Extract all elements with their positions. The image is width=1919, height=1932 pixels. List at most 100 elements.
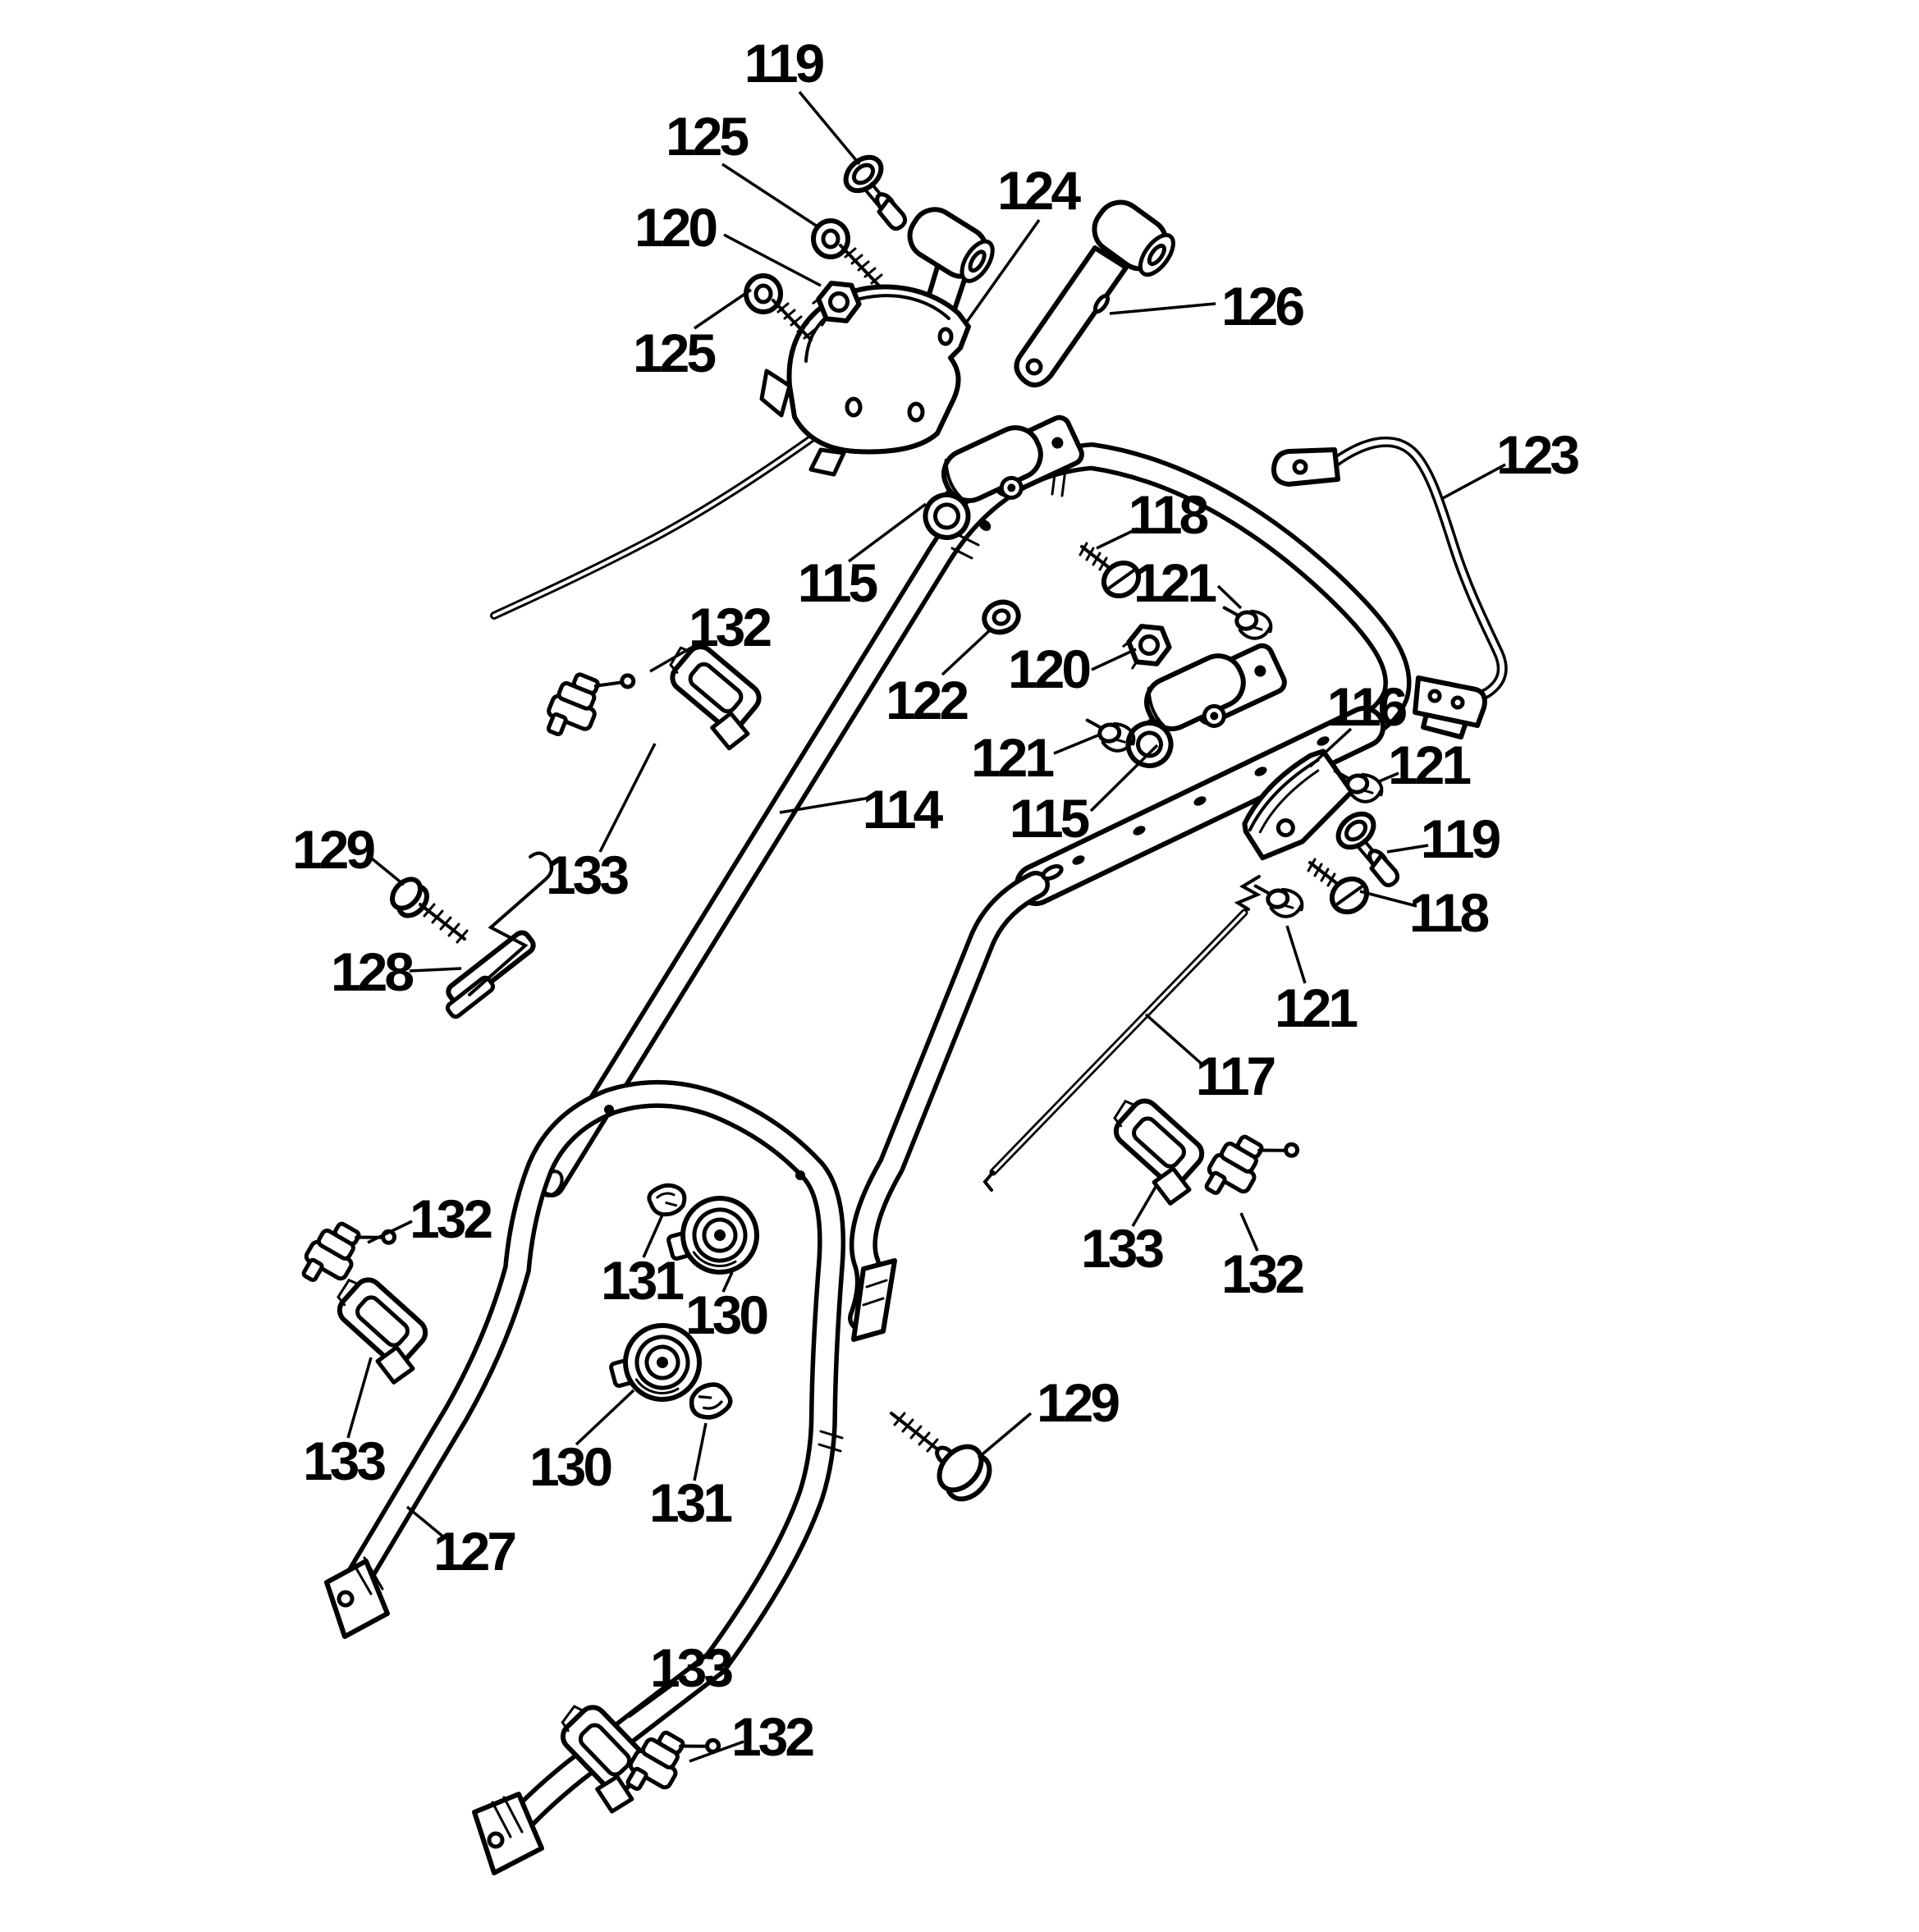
part-callout-114: 114 — [863, 779, 944, 840]
part-callout-127: 127 — [433, 1521, 515, 1582]
shoulder-bolt-119 — [1332, 808, 1398, 886]
leader-line-132 — [367, 1220, 413, 1244]
leader-line-124 — [965, 218, 1041, 323]
leader-line-120 — [1091, 648, 1137, 671]
leader-line-123 — [1440, 463, 1506, 501]
throttle-cable — [490, 433, 818, 620]
part-callout-116: 116 — [1327, 676, 1407, 737]
part-callout-126: 126 — [1221, 276, 1303, 336]
leader-line-133 — [598, 743, 657, 853]
part-callout-131: 131 — [649, 1472, 731, 1533]
part-callout-115: 115 — [1010, 788, 1089, 849]
leader-line-127 — [405, 1505, 447, 1540]
carriage-bolt-129 — [390, 877, 469, 944]
leader-line-119 — [1386, 844, 1429, 854]
part-callout-132: 132 — [689, 597, 771, 657]
leader-line-130 — [721, 1271, 734, 1293]
part-callout-122: 122 — [886, 670, 968, 730]
push-fastener-121 — [1256, 879, 1304, 922]
part-callout-130: 130 — [685, 1284, 767, 1345]
part-callout-118: 118 — [1129, 484, 1208, 545]
leader-line-121 — [1376, 771, 1399, 784]
leader-line-121 — [1053, 733, 1101, 755]
part-callout-121: 121 — [1134, 552, 1216, 613]
part-callout-120: 120 — [1008, 639, 1089, 699]
leader-line-132 — [649, 639, 705, 673]
leader-line-115 — [1089, 744, 1159, 813]
push-fastener-121 — [1225, 601, 1273, 643]
handle-bracket-128 — [445, 851, 554, 1019]
lower-handle-left-tip — [324, 1556, 390, 1639]
leader-line-126 — [1109, 302, 1216, 315]
leader-line-117 — [1144, 1013, 1205, 1067]
leader-line-131 — [642, 1212, 665, 1258]
part-callout-128: 128 — [331, 941, 413, 1002]
callout-layer: 119 125 120 125 124 126 123 115 118 121 132 122 120 1… — [292, 33, 1582, 1767]
part-callout-133: 133 — [546, 845, 628, 905]
part-callout-132: 132 — [1221, 1243, 1303, 1304]
brake-rod-117 — [982, 875, 1262, 1192]
leader-line-132 — [1239, 1212, 1259, 1252]
cable-clip-132 — [1200, 1114, 1299, 1218]
leader-line-120 — [723, 233, 822, 287]
part-callout-125: 125 — [666, 106, 748, 167]
leader-line-118 — [1096, 527, 1138, 550]
rail-mounting-holes — [1041, 736, 1330, 881]
lever-grip — [1092, 199, 1175, 277]
leader-line-125 — [721, 163, 818, 228]
part-callout-133: 133 — [303, 1431, 385, 1491]
leader-line-128 — [409, 967, 462, 973]
part-callout-121: 121 — [971, 727, 1053, 788]
lower-handle-right-tip — [472, 1792, 544, 1875]
part-callout-129: 129 — [1037, 1372, 1119, 1433]
part-callout-121: 121 — [1388, 735, 1470, 795]
bracket-spring — [468, 851, 554, 996]
leader-line-115 — [847, 502, 927, 563]
lower-handle-127 — [324, 1079, 846, 1875]
part-callout-131: 131 — [601, 1250, 683, 1311]
cable-clip-132 — [542, 652, 635, 753]
leader-line-129 — [366, 854, 405, 886]
throttle-lever-grip — [907, 207, 995, 283]
washer-screw-125 — [813, 221, 882, 285]
part-callout-124: 124 — [997, 160, 1081, 221]
carriage-bolt-129 — [890, 1412, 992, 1502]
leader-line-121 — [1285, 925, 1307, 984]
part-callout-119: 119 — [744, 33, 824, 94]
grommet-133 — [318, 1268, 439, 1385]
leader-line-116 — [1308, 727, 1353, 768]
part-callout-119: 119 — [1421, 808, 1500, 869]
leader-line-125 — [694, 288, 752, 330]
leader-line-130 — [575, 1389, 635, 1446]
part-callout-120: 120 — [634, 197, 716, 258]
leader-line-114 — [779, 796, 871, 814]
part-callout-121: 121 — [1275, 977, 1357, 1038]
control-lever-126 — [1014, 199, 1175, 387]
part-callout-133: 133 — [650, 1637, 732, 1698]
leader-line-121 — [1216, 584, 1243, 610]
part-callout-129: 129 — [292, 819, 374, 880]
cam-washer-131 — [647, 1180, 689, 1219]
part-callout-132: 132 — [731, 1706, 813, 1767]
part-callout-125: 125 — [633, 323, 715, 383]
leader-line-129 — [977, 1412, 1033, 1459]
leader-line-119 — [798, 90, 861, 166]
shoulder-bolt-119 — [840, 151, 905, 229]
part-callout-123: 123 — [1496, 424, 1578, 485]
throttle-control-124 — [759, 207, 995, 477]
part-callout-117: 117 — [1196, 1046, 1275, 1106]
washer-screw-125 — [746, 276, 814, 340]
control-bail-123 — [1271, 436, 1508, 739]
part-callout-132: 132 — [410, 1188, 492, 1249]
part-callout-130: 130 — [529, 1436, 611, 1497]
screw-118 — [1308, 859, 1373, 918]
flange-nut-120 — [1121, 623, 1171, 669]
part-callout-118: 118 — [1409, 882, 1489, 943]
leader-line-132 — [689, 1740, 744, 1763]
leader-line-122 — [941, 627, 993, 676]
leader-line-133 — [627, 1684, 673, 1719]
leader-line-133 — [1131, 1186, 1157, 1227]
leader-line-131 — [693, 1422, 708, 1481]
